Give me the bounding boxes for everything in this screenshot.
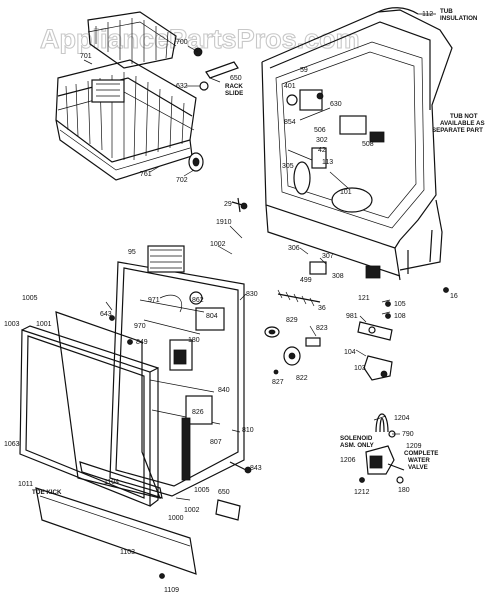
callout-1000: 1000 [168,515,184,522]
rack-slide-note-2: SLIDE [225,90,243,97]
callout-112: 112 [422,11,433,18]
callout-508: 508 [362,141,374,148]
callout-308: 308 [332,273,344,280]
callout-101: 101 [340,189,352,196]
callout-506: 506 [314,127,326,134]
callout-650: 650 [230,75,242,82]
callout-650-lower: 650 [218,489,230,496]
callout-1910: 1910 [216,219,232,226]
callout-180-valve: 180 [398,487,410,494]
toe-kick-panel [35,461,241,579]
callout-827: 827 [272,379,284,386]
callout-1005-upper: 1005 [22,295,38,302]
callout-42: 42 [318,147,326,154]
callout-826: 826 [192,409,204,416]
tub-insulation-note-1: TUB [440,8,453,15]
callout-830: 830 [246,291,258,298]
callout-numbers: 112 700 701 632 650 761 702 59 401 630 8… [4,11,458,594]
callout-1209: 1209 [406,443,422,450]
callout-1103: 1103 [120,549,135,556]
outer-door-panel [19,311,161,507]
tub-not-available-note-2: AVAILABLE AS [440,120,485,127]
callout-499: 499 [300,277,312,284]
dish-rack-assembly [55,11,239,181]
tub-assembly [231,7,453,281]
rack-slide-note-1: RACK [225,83,243,90]
small-parts [264,261,449,381]
complete-valve-note-1: COMPLETE [404,450,438,457]
tub-insulation-note-2: INSULATION [440,15,478,22]
callout-1212: 1212 [354,489,370,496]
callout-305: 305 [282,163,294,170]
callout-1104: 1104 [104,479,119,486]
callout-700: 700 [176,39,188,46]
callout-1204: 1204 [394,415,410,422]
callout-1011: 1011 [18,481,33,488]
callout-981: 981 [346,313,358,320]
callout-1002-lower: 1002 [184,507,200,514]
callout-1001: 1001 [36,321,52,328]
callout-1002: 1002 [210,241,226,248]
callout-643: 643 [100,311,112,318]
callout-302: 302 [316,137,328,144]
inner-door-panel [109,245,252,497]
water-valve-assembly [359,413,405,484]
callout-970: 970 [134,323,146,330]
callout-113: 113 [322,159,333,166]
callout-804: 804 [206,313,218,320]
callout-840: 840 [218,387,230,394]
complete-valve-note-3: VALVE [408,464,428,471]
callout-823: 823 [316,325,328,332]
callout-59: 59 [300,67,308,74]
callout-701: 701 [80,53,92,60]
callout-105: 105 [394,301,406,308]
callout-630: 630 [330,101,342,108]
notes: TUB INSULATION TUB NOT AVAILABLE AS SEPA… [32,8,485,496]
callout-761: 761 [140,171,152,178]
callout-790: 790 [402,431,414,438]
callout-180: 180 [188,337,200,344]
callout-1003: 1003 [4,321,20,328]
callout-16: 16 [450,293,458,300]
callout-1206: 1206 [340,457,356,464]
leader-lines [83,13,436,501]
callout-1109: 1109 [164,587,179,594]
callout-95: 95 [128,249,136,256]
callout-103: 103 [354,365,366,372]
toe-kick-note: TOE KICK [32,489,62,496]
callout-104: 104 [344,349,356,356]
callout-843: 843 [250,465,262,472]
callout-1005-lower: 1005 [194,487,210,494]
callout-1063: 1063 [4,441,20,448]
callout-862: 862 [192,297,204,304]
callout-108: 108 [394,313,406,320]
callout-702: 702 [176,177,188,184]
callout-36: 36 [318,305,326,312]
solenoid-note-1: SOLENOID [340,435,373,442]
callout-854: 854 [284,119,296,126]
solenoid-note-2: ASM. ONLY [340,442,375,449]
callout-29: 29 [224,201,232,208]
complete-valve-note-2: WATER [408,457,430,464]
callout-971: 971 [148,297,160,304]
callout-829: 829 [286,317,298,324]
tub-not-available-note-1: TUB NOT [450,113,478,120]
callout-306: 306 [288,245,300,252]
callout-807: 807 [210,439,222,446]
callout-632: 632 [176,83,188,90]
callout-810: 810 [242,427,254,434]
tub-not-available-note-3: SEPARATE PART [432,127,483,134]
callout-822: 822 [296,375,308,382]
callout-401: 401 [284,83,296,90]
callout-121: 121 [358,295,370,302]
callout-849: 849 [136,339,148,346]
callout-307: 307 [322,253,334,260]
